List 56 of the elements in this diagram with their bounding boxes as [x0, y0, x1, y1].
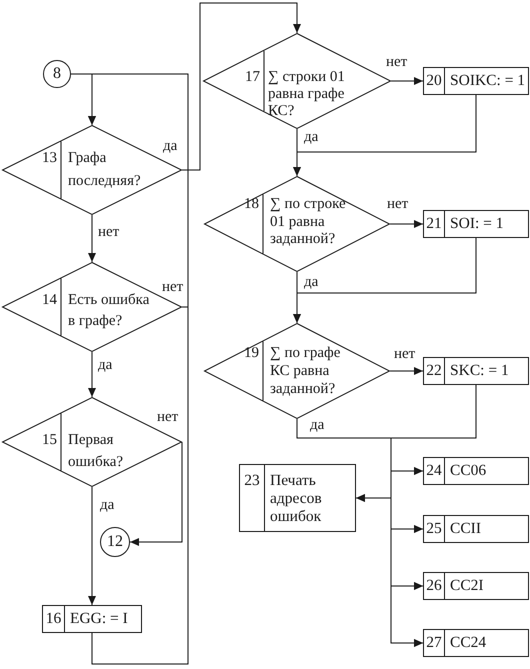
flow-arrow: [88, 352, 96, 398]
decision-diamond: [204, 323, 390, 419]
process-box: [423, 629, 529, 657]
step-number: 17: [245, 69, 260, 86]
step-number: 24: [426, 462, 442, 480]
flow-arrow: [88, 486, 96, 606]
decision-diamond: [2, 397, 182, 487]
step-number: 18: [244, 196, 259, 214]
flow-arrow: [390, 220, 424, 228]
condition-text: Графа последняя?: [68, 148, 142, 190]
connector-circle: 8: [43, 60, 71, 88]
connector-circle: 12: [100, 527, 130, 557]
step-number: 25: [426, 520, 442, 538]
flow-arrow: [88, 74, 188, 664]
condition-text: ∑ по строке 01 равна заданной?: [270, 196, 347, 248]
step-number: 21: [426, 215, 442, 233]
step-number: 22: [426, 362, 442, 380]
step-number: 27: [426, 634, 442, 652]
process-box: [423, 67, 529, 95]
step-number: 19: [244, 344, 259, 362]
condition-text: Первая ошибка?: [68, 431, 124, 472]
process-box: [423, 457, 529, 485]
operation-text: CC2I: [450, 577, 484, 595]
step-number: 26: [426, 577, 442, 595]
process-box: [42, 605, 142, 633]
operation-text: Печать адресов ошибок: [270, 472, 323, 526]
operation-text: CCII: [450, 520, 481, 538]
process-box: [423, 357, 529, 385]
flow-arrow: [293, 238, 476, 324]
flow-arrow: [293, 94, 476, 176]
flow-arrow: [390, 367, 424, 375]
step-number: 15: [42, 431, 57, 450]
operation-text: SOI: = 1: [450, 215, 504, 233]
operation-text: SOIKC: = 1: [450, 72, 526, 90]
operation-text: CC06: [450, 462, 486, 480]
process-box: [239, 464, 356, 532]
flow-arrow: [130, 442, 182, 546]
step-number: 14: [42, 290, 57, 310]
decision-diamond: [2, 125, 182, 215]
condition-text: Есть ошибка в графе?: [68, 290, 150, 330]
process-box: [423, 515, 529, 543]
step-number: 13: [42, 148, 57, 168]
step-number: 23: [244, 472, 260, 490]
step-number: 20: [426, 72, 442, 90]
operation-text: SKC: = 1: [450, 362, 509, 380]
process-box: [423, 572, 529, 600]
flow-arrow: [390, 77, 424, 85]
process-box: [423, 210, 529, 238]
flow-arrow: [182, 2, 301, 170]
decision-diamond: [2, 262, 182, 352]
condition-text: ∑ по графе КС равна заданной?: [270, 344, 342, 398]
operation-text: EGG: = I: [70, 610, 128, 628]
condition-text: ∑ строки 01 равна графе КС?: [268, 69, 346, 120]
step-number: 16: [46, 610, 62, 628]
operation-text: CC24: [450, 634, 486, 652]
flow-arrow: [88, 214, 96, 262]
